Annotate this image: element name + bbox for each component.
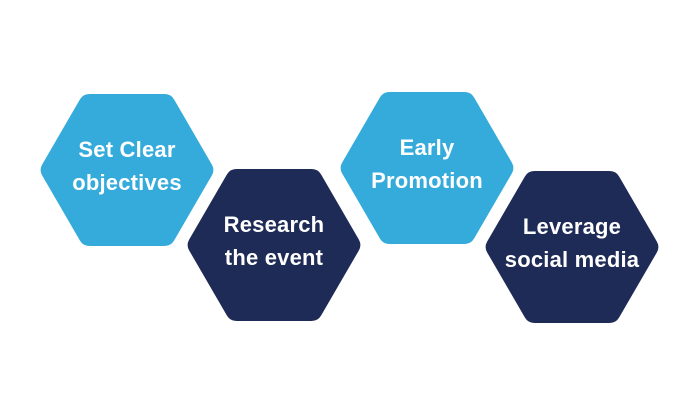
hexagon-step-early-promotion: Early Promotion: [339, 92, 515, 244]
hexagon-step-leverage-social-media: Leverage social media: [484, 171, 660, 323]
label-line-2: Promotion: [371, 168, 483, 193]
label-line-1: Set Clear: [78, 137, 176, 162]
hexagon-shape: [485, 171, 659, 323]
hexagon-shape: [187, 169, 361, 321]
label-line-2: the event: [224, 245, 324, 270]
label-line-2: social media: [504, 247, 640, 272]
hexagon-shape: [340, 92, 514, 244]
hexagon-label: Early Promotion: [339, 88, 515, 240]
hexagon-label: Research the event: [186, 165, 362, 317]
label-line-1: Research: [223, 212, 325, 237]
label-line-2: objectives: [72, 170, 182, 195]
hexagon-label: Leverage social media: [484, 167, 660, 319]
hexagon-label: Set Clear objectives: [39, 90, 215, 242]
hexagon-step-research-the-event: Research the event: [186, 169, 362, 321]
label-line-1: Leverage: [522, 214, 622, 239]
label-line-1: Early: [399, 135, 455, 160]
hexagon-step-set-clear-objectives: Set Clear objectives: [39, 94, 215, 246]
hexagon-shape: [40, 94, 214, 246]
